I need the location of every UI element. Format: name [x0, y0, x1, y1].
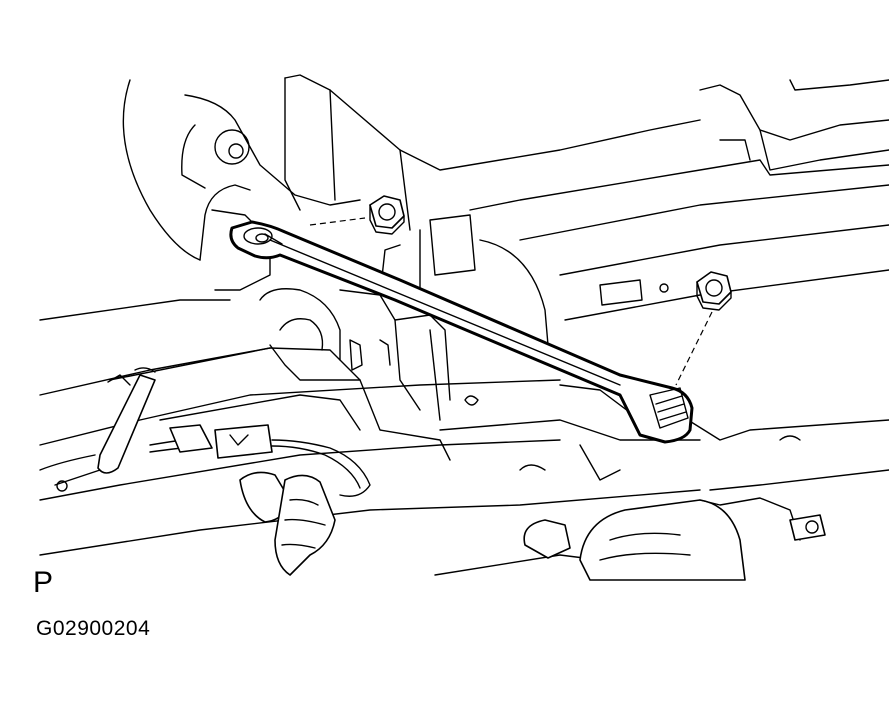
- sensor-probe: [39, 367, 156, 492]
- nut-right: [675, 271, 732, 386]
- figure-code: G02900204: [36, 617, 151, 640]
- lower-right-component: [523, 497, 826, 581]
- view-label: P: [33, 566, 54, 599]
- nut-left: [309, 195, 405, 235]
- body-structure: [39, 74, 889, 491]
- lower-frame: [39, 344, 701, 576]
- strut-bar: [229, 220, 694, 444]
- wire-harness: [149, 424, 371, 576]
